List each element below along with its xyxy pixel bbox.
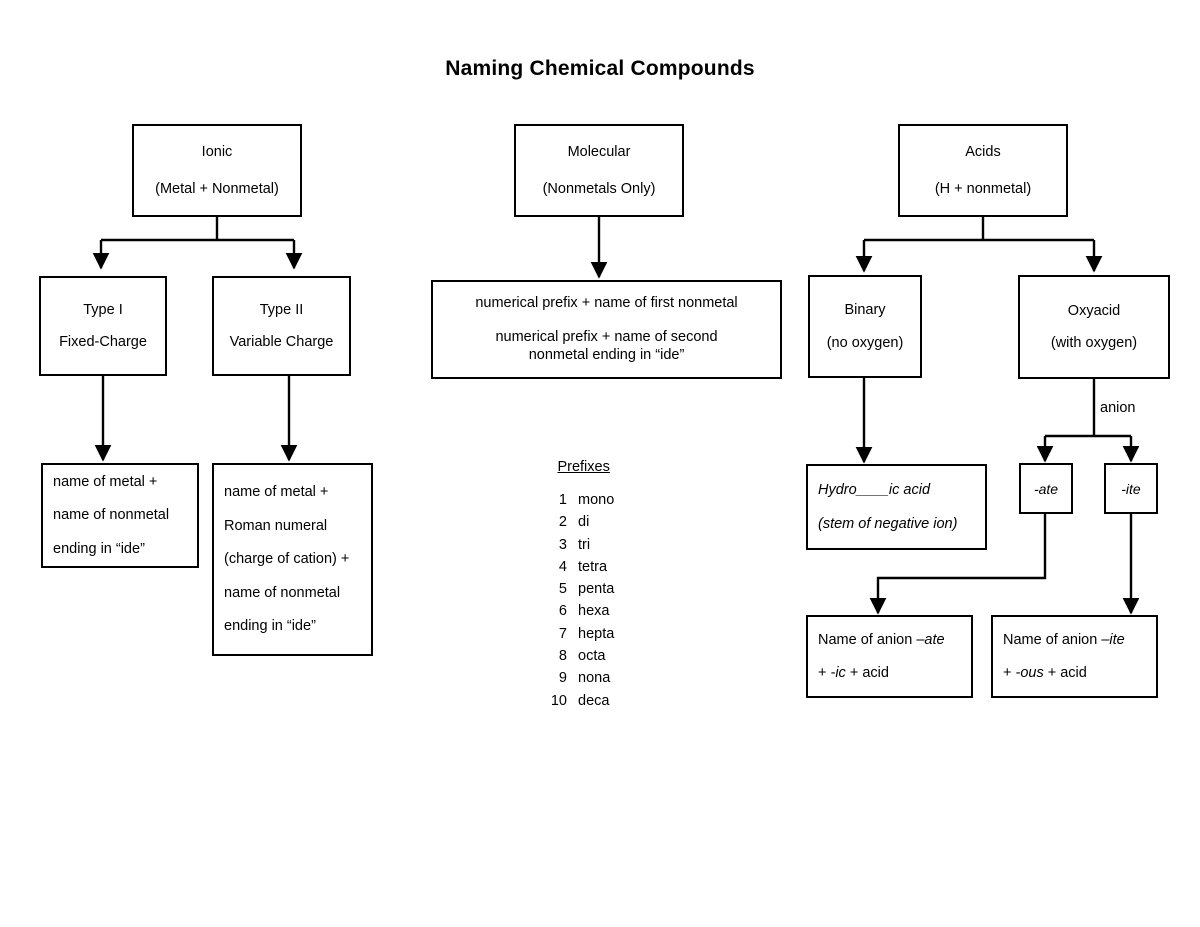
node-type-2-line-2: Variable Charge: [229, 334, 334, 350]
prefix-row: 6 hexa: [545, 603, 614, 625]
prefix-number: 7: [558, 625, 567, 642]
prefix-row: 10 deca: [545, 693, 614, 715]
node-anion-ate-line-1: Name of anion –ate: [818, 631, 971, 648]
prefix-number: 9: [558, 670, 567, 687]
prefix-name: deca: [578, 692, 610, 709]
node-oxyacid[interactable]: Oxyacid (with oxygen): [1018, 275, 1170, 379]
prefix-number: 3: [558, 536, 567, 553]
prefix-row: 7 hepta: [545, 626, 614, 648]
node-ionic[interactable]: Ionic (Metal + Nonmetal): [132, 124, 302, 217]
node-anion-ite-line-1-suffix: –ite: [1101, 631, 1125, 648]
node-oxyacid-line-2: (with oxygen): [1050, 335, 1138, 351]
node-hydro-acid-line-1: Hydro____ic acid: [818, 482, 931, 498]
prefix-row: 1 mono: [545, 492, 614, 514]
node-anion-ate-line-1-suffix: –ate: [916, 631, 945, 648]
node-type-1-rule-line-3: ending in “ide”: [53, 540, 145, 557]
prefix-number: 4: [558, 558, 567, 575]
prefix-row: 2 di: [545, 514, 614, 536]
node-type-2-rule-line-2: Roman numeral: [224, 517, 328, 534]
node-acids-line-2: (H + nonmetal): [934, 181, 1032, 197]
node-hydro-acid-line-2: (stem of negative ion): [818, 515, 958, 532]
prefix-name: hexa: [578, 603, 610, 620]
prefix-number: 10: [550, 692, 567, 709]
node-anion-ate-rule[interactable]: Name of anion –ate + -ic + acid: [806, 615, 973, 698]
node-molecular-line-1: Molecular: [567, 143, 631, 160]
prefixes-list: Prefixes 1 mono 2 di 3 tri 4 tetra: [545, 459, 614, 715]
prefix-name: nona: [578, 670, 611, 687]
node-type-2[interactable]: Type II Variable Charge: [212, 276, 351, 376]
prefix-row: 8 octa: [545, 648, 614, 670]
prefix-name: tetra: [578, 558, 608, 575]
prefixes-table: 1 mono 2 di 3 tri 4 tetra 5 penta: [545, 492, 614, 715]
prefix-row: 3 tri: [545, 537, 614, 559]
node-type-1-rule[interactable]: name of metal + name of nonmetal ending …: [41, 463, 199, 568]
node-molecular-rule-line-3: nonmetal ending in “ide”: [528, 347, 685, 364]
node-molecular-rule-line-2: numerical prefix + name of second: [495, 328, 718, 345]
node-hydro-acid-rule[interactable]: Hydro____ic acid (stem of negative ion): [806, 464, 987, 550]
node-type-2-rule-line-3: (charge of cation) +: [224, 551, 350, 568]
node-anion-ate-line-2-pre: +: [818, 665, 831, 681]
prefix-row: 4 tetra: [545, 559, 614, 581]
prefix-name: tri: [578, 536, 591, 553]
node-anion-ite-rule[interactable]: Name of anion –ite + -ous + acid: [991, 615, 1158, 698]
node-type-1-rule-line-2: name of nonmetal: [53, 507, 170, 524]
node-ate[interactable]: -ate: [1019, 463, 1073, 514]
node-anion-ite-line-1-plain: Name of anion: [1003, 631, 1102, 648]
node-acids-line-1: Acids: [965, 143, 1001, 160]
prefix-number: 1: [558, 492, 567, 508]
node-anion-ate-line-1-plain: Name of anion: [818, 631, 917, 648]
node-anion-ite-line-2-pre: +: [1003, 665, 1016, 681]
node-anion-ate-line-2-suffix: -ic: [830, 665, 846, 681]
label-anion: anion: [1098, 400, 1138, 416]
node-anion-ite-line-1: Name of anion –ite: [1003, 631, 1156, 648]
node-type-2-rule-line-4: name of nonmetal: [224, 584, 341, 601]
node-molecular-line-2: (Nonmetals Only): [542, 181, 656, 197]
node-acids[interactable]: Acids (H + nonmetal): [898, 124, 1068, 217]
node-binary[interactable]: Binary (no oxygen): [808, 275, 922, 378]
node-anion-ate-line-2-post: + acid: [845, 665, 889, 681]
node-anion-ite-line-2-post: + acid: [1043, 665, 1087, 681]
prefix-number: 8: [558, 648, 567, 665]
node-ite-label: -ite: [1121, 480, 1141, 497]
prefix-number: 6: [558, 603, 567, 620]
node-ate-label: -ate: [1033, 480, 1059, 497]
node-type-2-rule[interactable]: name of metal + Roman numeral (charge of…: [212, 463, 373, 656]
prefix-number: 5: [558, 581, 567, 598]
node-type-1-line-1: Type I: [83, 301, 123, 318]
prefix-name: di: [578, 514, 590, 531]
node-ionic-line-1: Ionic: [201, 143, 233, 160]
node-oxyacid-line-1: Oxyacid: [1067, 302, 1121, 319]
prefix-name: hepta: [578, 625, 615, 642]
prefix-number: 2: [558, 514, 567, 531]
prefixes-heading: Prefixes: [557, 459, 610, 475]
node-molecular-rule-line-1: numerical prefix + name of first nonmeta…: [475, 295, 738, 312]
prefix-row: 9 nona: [545, 670, 614, 692]
node-type-1[interactable]: Type I Fixed-Charge: [39, 276, 167, 376]
node-type-2-line-1: Type II: [259, 301, 304, 318]
node-ite[interactable]: -ite: [1104, 463, 1158, 514]
prefix-name: octa: [578, 648, 606, 665]
node-type-1-line-2: Fixed-Charge: [59, 334, 147, 350]
node-binary-line-1: Binary: [844, 302, 886, 318]
prefix-name: mono: [578, 492, 615, 508]
node-anion-ate-line-2: + -ic + acid: [818, 666, 971, 681]
node-type-2-rule-line-1: name of metal +: [224, 484, 329, 501]
node-ionic-line-2: (Metal + Nonmetal): [155, 181, 279, 197]
node-type-1-rule-line-1: name of metal +: [53, 473, 158, 490]
node-type-2-rule-line-5: ending in “ide”: [224, 618, 316, 635]
node-binary-line-2: (no oxygen): [826, 334, 904, 351]
node-anion-ite-line-2: + -ous + acid: [1003, 666, 1156, 681]
prefix-name: penta: [578, 581, 615, 598]
prefix-row: 5 penta: [545, 581, 614, 603]
page-title: Naming Chemical Compounds: [445, 57, 755, 80]
node-molecular[interactable]: Molecular (Nonmetals Only): [514, 124, 684, 217]
node-anion-ite-line-2-suffix: -ous: [1015, 665, 1044, 681]
node-molecular-rule[interactable]: numerical prefix + name of first nonmeta…: [431, 280, 782, 379]
